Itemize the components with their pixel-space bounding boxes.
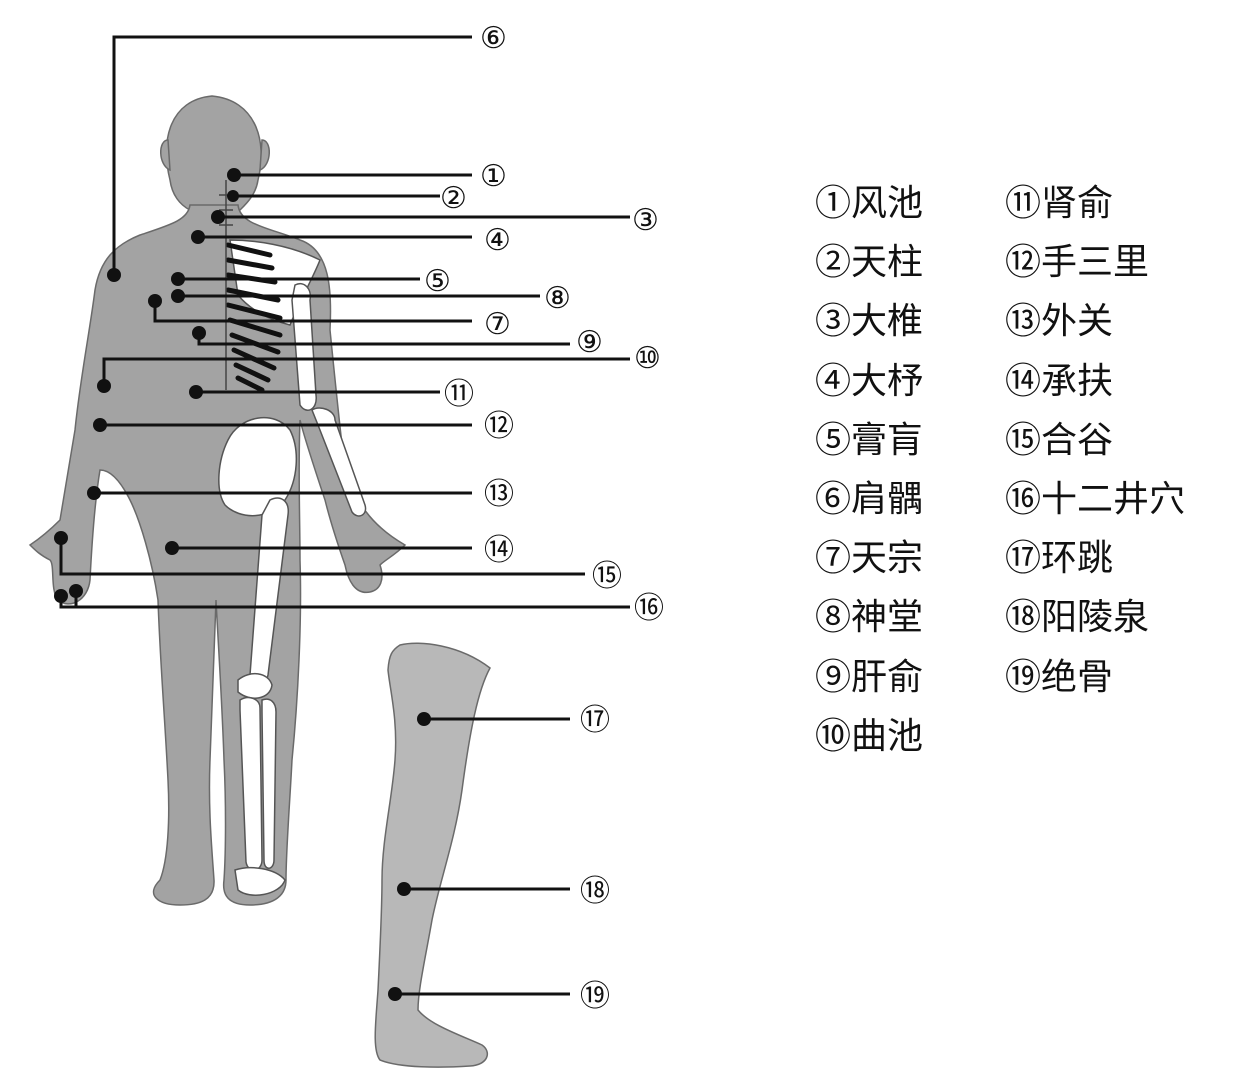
legend-item: ⑫手三里 [1005, 242, 1150, 284]
callout-11: ⑪ [444, 377, 474, 412]
point-dot [417, 712, 431, 726]
legend-column-right: ⑪肾俞 ⑫手三里 ⑬外关 ⑭承扶 ⑮合谷 ⑯十二井穴 ⑰环跳 ⑱阳陵泉 ⑲绝骨 [1005, 180, 1185, 713]
legend-item: ③大椎 [815, 301, 924, 343]
callout-2: ② [440, 181, 467, 216]
callout-18: ⑱ [580, 874, 610, 909]
point-dot [54, 589, 68, 603]
legend-item: ⑪肾俞 [1005, 183, 1114, 224]
callout-14: ⑭ [484, 533, 514, 568]
point-dot [189, 385, 203, 399]
legend-item: ⑮合谷 [1005, 419, 1114, 461]
point-dot [54, 531, 68, 545]
acupoint-legend: ①风池 ②天柱 ③大椎 ④大杼 ⑤膏肓 ⑥肩髃 ⑦天宗 ⑧神堂 ⑨肝俞 ⑩曲池 … [815, 180, 1235, 780]
legend-item: ⑲绝骨 [1005, 656, 1114, 698]
callout-12: ⑫ [484, 409, 514, 444]
point-dot [107, 268, 121, 282]
callout-4: ④ [484, 223, 511, 258]
legend-item: ⑬外关 [1005, 301, 1114, 343]
point-dot [211, 210, 225, 224]
legend-item: ⑤膏肓 [815, 419, 924, 461]
legend-item: ⑯十二井穴 [1005, 478, 1186, 520]
point-dot [171, 272, 185, 286]
point-dot [191, 230, 205, 244]
point-dot [165, 541, 179, 555]
legend-item: ④大杼 [815, 360, 924, 402]
point-dot [388, 987, 402, 1001]
callout-numbers: ⑥ ① ② ③ ④ ⑤ ⑧ ⑦ ⑨ ⑩ ⑪ ⑫ ⑬ ⑭ ⑮ ⑯ ⑰ ⑱ ⑲ [424, 21, 664, 1014]
callout-8: ⑧ [544, 281, 571, 316]
callout-6: ⑥ [480, 21, 507, 56]
point-dot [192, 326, 206, 340]
callout-9: ⑨ [576, 325, 603, 360]
callout-10: ⑩ [634, 341, 661, 376]
acupoint-dots [54, 168, 431, 1001]
point-dot [227, 168, 241, 182]
legend-column-left: ①风池 ②天柱 ③大椎 ④大杼 ⑤膏肓 ⑥肩髃 ⑦天宗 ⑧神堂 ⑨肝俞 ⑩曲池 [815, 180, 923, 772]
point-dot [171, 289, 185, 303]
callout-19: ⑲ [580, 979, 610, 1014]
point-dot [93, 418, 107, 432]
legend-item: ⑦天宗 [815, 538, 924, 580]
point-dot [397, 882, 411, 896]
callout-16: ⑯ [634, 591, 664, 626]
legend-item: ⑨肝俞 [815, 656, 924, 698]
legend-item: ⑭承扶 [1005, 360, 1114, 402]
point-dot [97, 379, 111, 393]
callout-5: ⑤ [424, 264, 451, 299]
point-dot [87, 486, 101, 500]
legend-item: ②天柱 [815, 242, 924, 284]
callout-1: ① [480, 159, 507, 194]
legend-item: ⑰环跳 [1005, 538, 1114, 580]
callout-17: ⑰ [580, 703, 610, 738]
legend-item: ①风池 [815, 183, 924, 224]
legend-item: ⑩曲池 [815, 715, 924, 757]
point-dot [148, 294, 162, 308]
callout-7: ⑦ [484, 307, 511, 342]
callout-3: ③ [632, 203, 659, 238]
callout-13: ⑬ [484, 477, 514, 512]
leg-side-view [374, 642, 491, 1068]
point-dot [69, 584, 83, 598]
callout-15: ⑮ [592, 559, 622, 594]
point-dot [227, 190, 239, 202]
legend-item: ⑥肩髃 [815, 478, 924, 520]
legend-item: ⑱阳陵泉 [1005, 597, 1150, 639]
legend-item: ⑧神堂 [815, 597, 924, 639]
